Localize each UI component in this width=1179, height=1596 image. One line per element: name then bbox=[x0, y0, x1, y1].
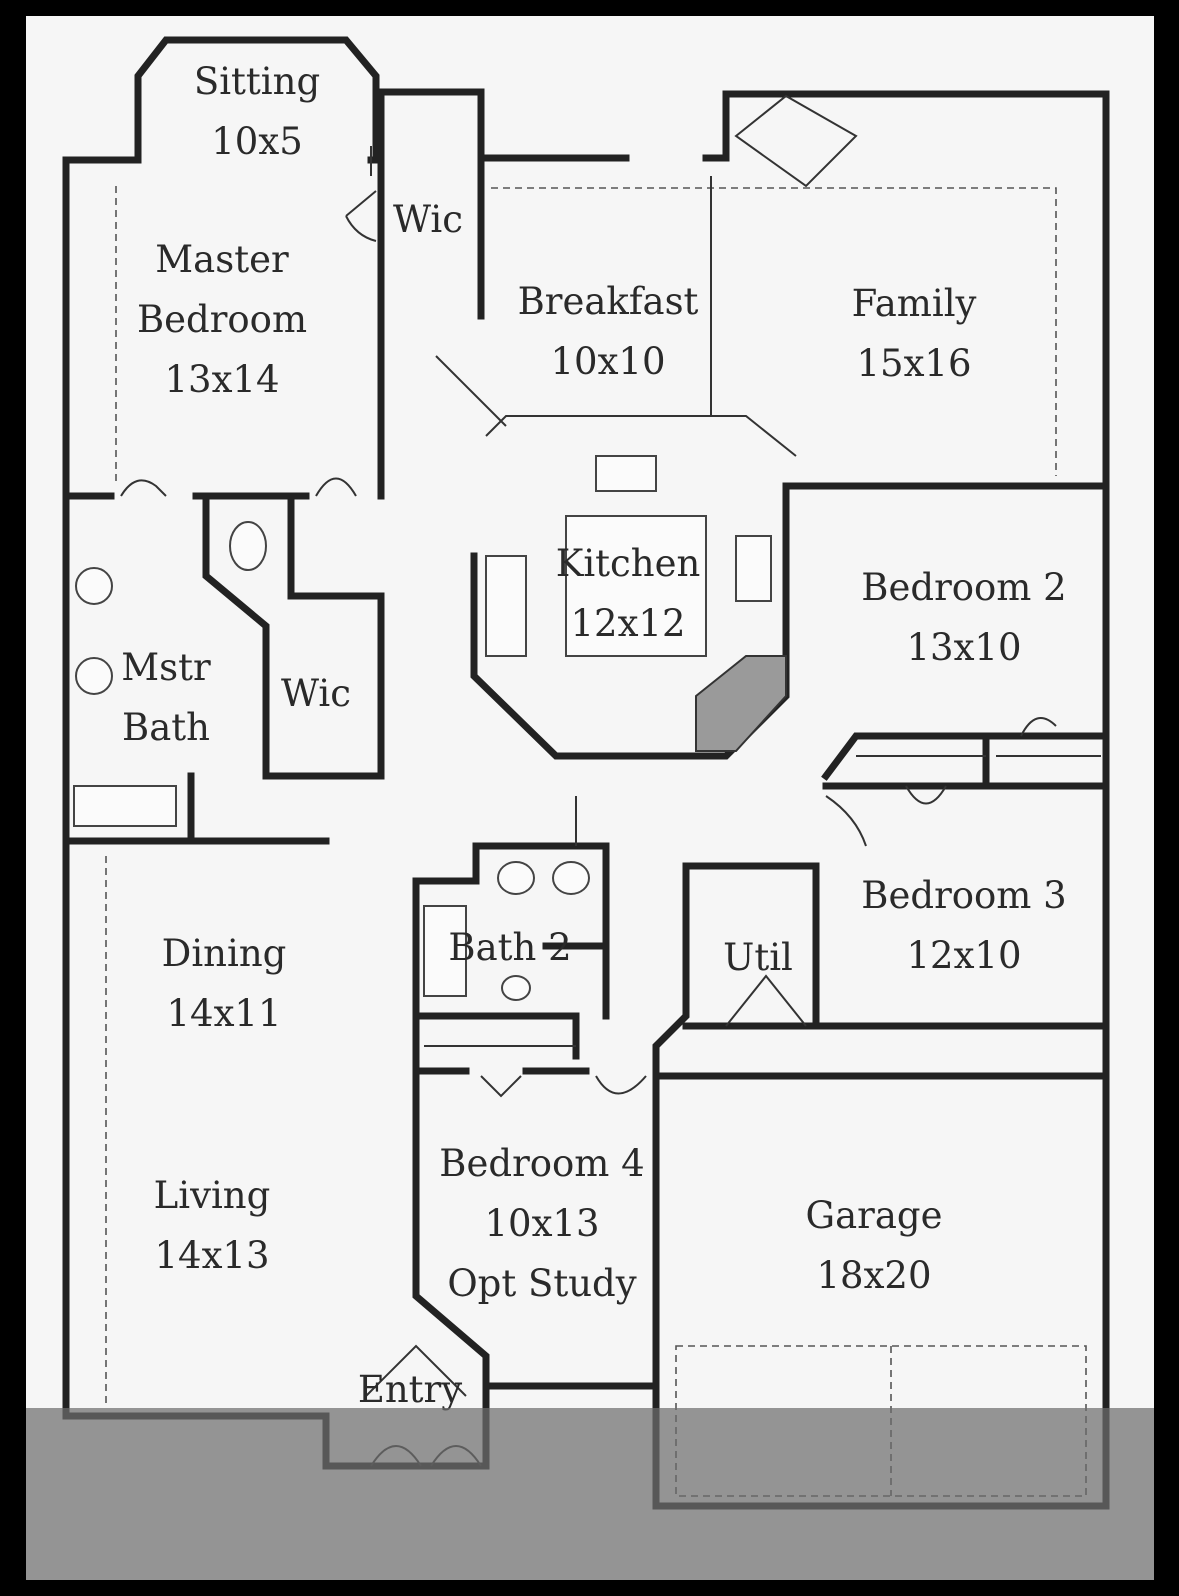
label-util: Util bbox=[723, 936, 793, 979]
label-master-size: 13x14 bbox=[164, 358, 279, 401]
label-bedroom2-name: Bedroom 2 bbox=[861, 566, 1066, 609]
label-garage-name: Garage bbox=[806, 1194, 943, 1237]
label-bath2: Bath 2 bbox=[448, 926, 571, 969]
label-mstr-bath-name1: Mstr bbox=[121, 646, 211, 689]
label-mstr-bath-name2: Bath bbox=[122, 706, 210, 749]
label-kitchen-size: 12x12 bbox=[570, 602, 685, 645]
label-garage-size: 18x20 bbox=[816, 1254, 931, 1297]
label-wic-top: Wic bbox=[393, 198, 463, 241]
floor-plan: Sitting 10x5 Wic Breakfast 10x10 Family … bbox=[62, 36, 1110, 1510]
label-breakfast-name: Breakfast bbox=[518, 280, 699, 323]
label-family-name: Family bbox=[852, 282, 977, 325]
label-bedroom2-size: 13x10 bbox=[906, 626, 1021, 669]
label-wic-mid: Wic bbox=[281, 672, 351, 715]
label-entry: Entry bbox=[358, 1368, 462, 1411]
label-living-size: 14x13 bbox=[154, 1234, 269, 1277]
plan-details bbox=[73, 94, 1101, 1497]
label-bedroom3-size: 12x10 bbox=[906, 934, 1021, 977]
label-bedroom4-name: Bedroom 4 bbox=[439, 1142, 644, 1185]
floor-plan-frame: Sitting 10x5 Wic Breakfast 10x10 Family … bbox=[26, 16, 1154, 1580]
interior-walls bbox=[62, 482, 1110, 1080]
label-sitting-name: Sitting bbox=[194, 60, 320, 103]
label-dining-name: Dining bbox=[162, 932, 287, 975]
label-bedroom3-name: Bedroom 3 bbox=[861, 874, 1066, 917]
label-master-name1: Master bbox=[155, 238, 289, 281]
label-dining-size: 14x11 bbox=[166, 992, 281, 1035]
label-kitchen-name: Kitchen bbox=[556, 542, 701, 585]
label-living-name: Living bbox=[154, 1174, 271, 1217]
label-family-size: 15x16 bbox=[856, 342, 971, 385]
bottom-gray-overlay bbox=[26, 1408, 1154, 1580]
label-bedroom4-size: 10x13 bbox=[484, 1202, 599, 1245]
label-bedroom4-note: Opt Study bbox=[447, 1262, 636, 1305]
room-labels: Sitting 10x5 Wic Breakfast 10x10 Family … bbox=[121, 60, 1066, 1411]
label-master-name2: Bedroom bbox=[137, 298, 307, 341]
label-breakfast-size: 10x10 bbox=[550, 340, 665, 383]
label-sitting-size: 10x5 bbox=[211, 120, 303, 163]
